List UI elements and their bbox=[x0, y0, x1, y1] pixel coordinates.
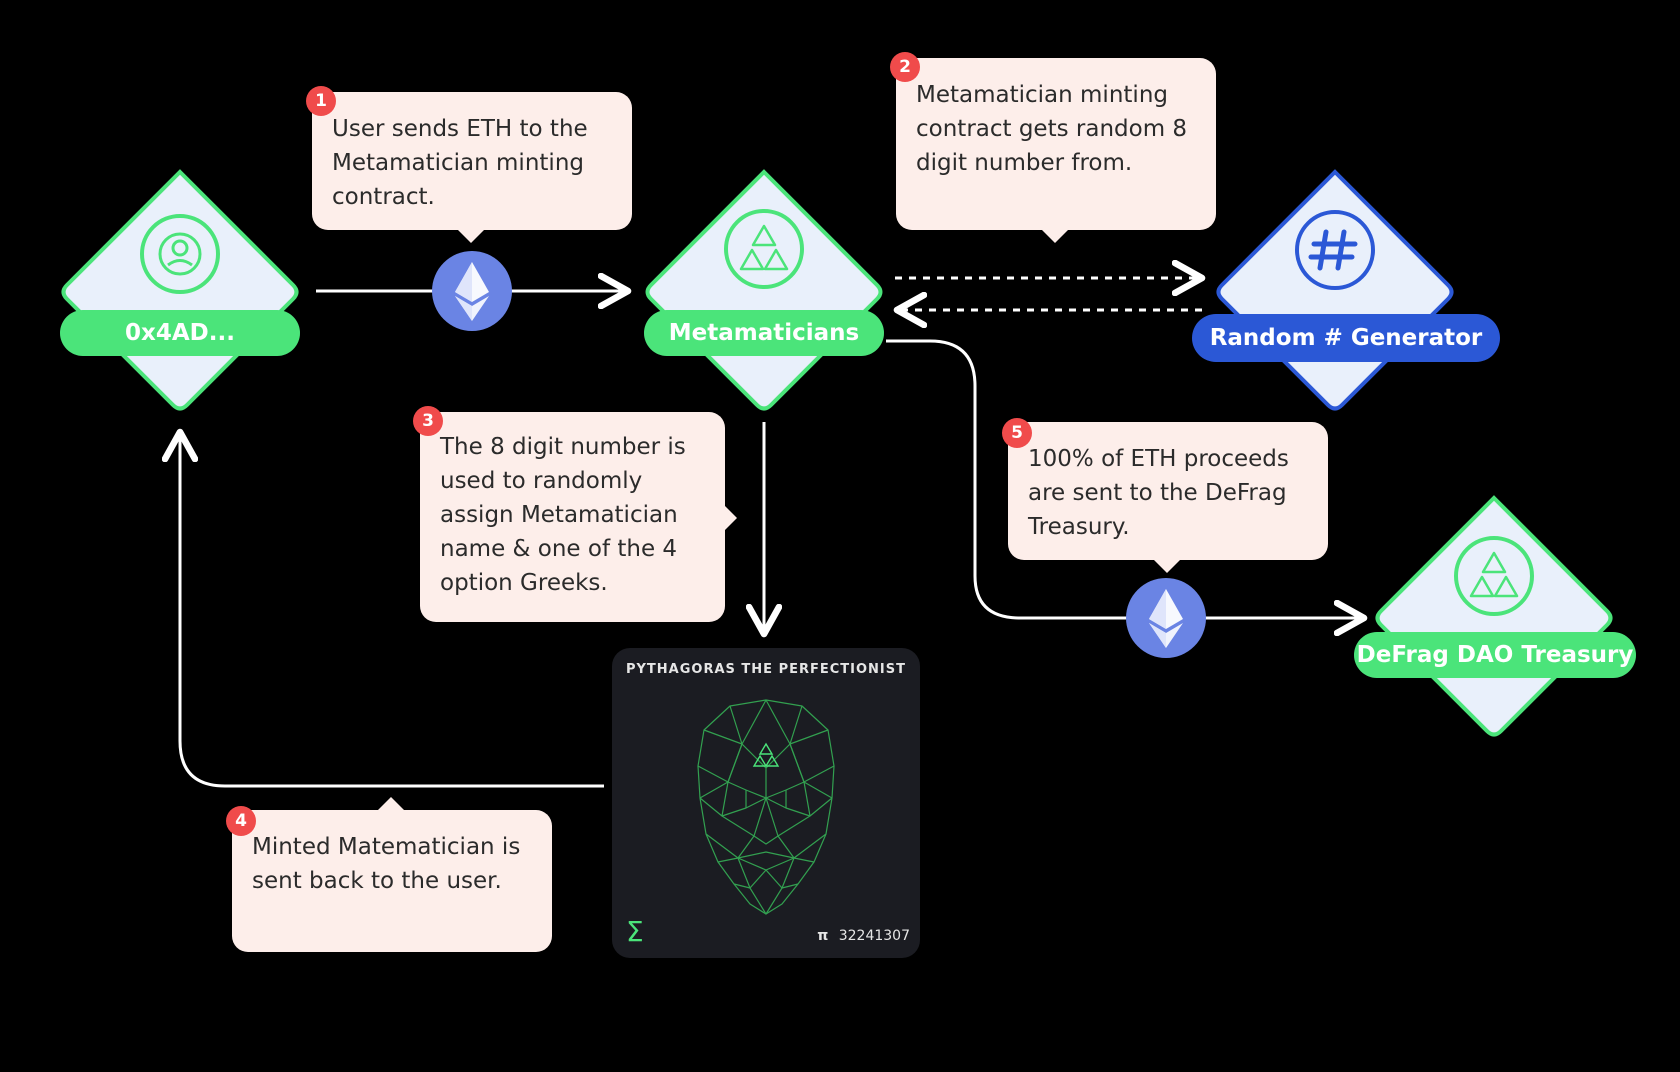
node-user-label: 0x4AD... bbox=[60, 310, 300, 356]
nft-card: PYTHAGORAS THE PERFECTIONIST Σ π 3224130 bbox=[612, 648, 920, 958]
node-metamaticians-label: Metamaticians bbox=[644, 310, 884, 356]
step-1-badge: 1 bbox=[306, 86, 336, 116]
hash-icon bbox=[1295, 210, 1375, 290]
nft-number: 32241307 bbox=[838, 928, 910, 944]
step-5-badge: 5 bbox=[1002, 418, 1032, 448]
nft-face-wireframe bbox=[697, 699, 835, 915]
step-4-badge: 4 bbox=[226, 806, 256, 836]
step-3-text: The 8 digit number is used to randomly a… bbox=[440, 434, 686, 596]
node-rng[interactable] bbox=[1216, 169, 1454, 411]
connector-nft-to-user bbox=[180, 432, 604, 788]
node-metamaticians[interactable] bbox=[645, 169, 883, 411]
step-2-text: Metamatician minting contract gets rando… bbox=[916, 82, 1188, 176]
node-user[interactable] bbox=[61, 169, 299, 411]
node-treasury-label: DeFrag DAO Treasury bbox=[1354, 632, 1636, 678]
node-rng-label: Random # Generator bbox=[1192, 314, 1500, 362]
step-2-callout: Metamatician minting contract gets rando… bbox=[896, 58, 1216, 243]
eth-coin-icon bbox=[1126, 578, 1206, 658]
nft-sigma-symbol: Σ bbox=[626, 915, 644, 948]
step-1-text: User sends ETH to the Metamatician minti… bbox=[332, 116, 588, 210]
step-1-callout: User sends ETH to the Metamatician minti… bbox=[312, 92, 632, 243]
step-4-text: Minted Matematician is sent back to the … bbox=[252, 834, 521, 894]
step-3-callout: The 8 digit number is used to randomly a… bbox=[420, 412, 737, 622]
eth-coin-icon bbox=[432, 251, 512, 331]
connector-metamaticians-to-treasury bbox=[886, 339, 1364, 618]
triangles-icon bbox=[1454, 536, 1534, 616]
nft-pi-symbol: π bbox=[817, 928, 829, 944]
triangles-icon bbox=[724, 209, 804, 289]
nft-number-row: π 32241307 bbox=[817, 928, 910, 944]
step-4-callout: Minted Matematician is sent back to the … bbox=[232, 797, 552, 952]
nft-title: PYTHAGORAS THE PERFECTIONIST bbox=[625, 662, 906, 677]
node-treasury[interactable] bbox=[1375, 495, 1613, 737]
step-5-text: 100% of ETH proceeds are sent to the DeF… bbox=[1028, 446, 1289, 540]
step-2-badge: 2 bbox=[890, 52, 920, 82]
user-icon bbox=[140, 214, 220, 294]
step-5-callout: 100% of ETH proceeds are sent to the DeF… bbox=[1008, 422, 1328, 573]
step-3-badge: 3 bbox=[413, 406, 443, 436]
